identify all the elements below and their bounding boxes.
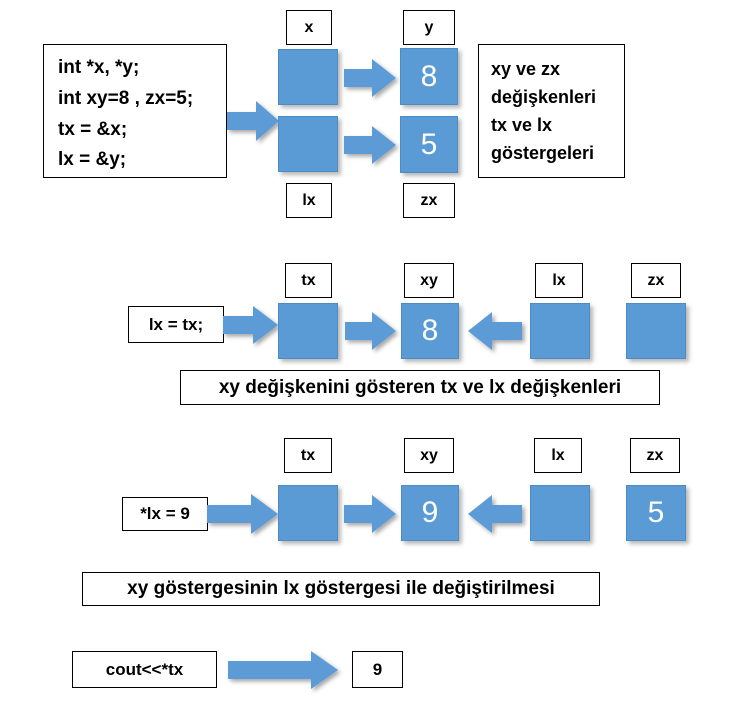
code-line-3: tx = &x; [58,118,128,140]
section3-label-xy: xy [404,438,454,473]
section3-cell-zx: 5 [626,485,686,541]
section3-cell-lx [530,485,590,541]
section1-cell-xy-value: 8 [420,59,438,93]
section3-cell-tx [278,485,338,541]
section2-cell-zx [626,303,686,359]
arrow-stmt-to-tx-icon-s2 [223,306,278,344]
arrow-x-to-y-icon [344,59,396,97]
section1-label-y-text: y [424,18,434,36]
section4-output-box: 9 [352,651,403,688]
section2-caption-box: xy değişkenini gösteren tx ve lx değişke… [180,370,660,405]
arrow-tx-to-xy-icon-s2 [345,312,396,350]
section2-label-tx-text: tx [301,271,316,289]
section1-label-lx: lx [286,183,332,218]
note-line-2: değişkenleri [491,87,597,108]
section3-cell-xy-value: 9 [421,496,439,529]
section1-note-box: xy ve zx değişkenleri tx ve lx göstergel… [478,44,625,178]
section4-statement-box: cout<<*tx [72,651,217,688]
arrow-stmt-to-tx-icon-s3 [207,494,278,534]
section3-label-lx: lx [534,438,582,473]
section1-cell-zx: 5 [400,116,458,173]
section3-label-lx-text: lx [551,446,565,464]
section2-cell-xy-value: 8 [421,314,439,347]
section2-cell-xy: 8 [401,303,459,359]
section2-label-xy: xy [404,263,454,298]
section1-label-x: x [286,10,332,45]
section1-cell-x [278,49,338,105]
section2-statement-box: lx = tx; [128,306,224,343]
section2-label-xy-text: xy [420,271,438,289]
section1-cell-zx-value: 5 [420,127,438,161]
section1-label-zx: zx [403,183,455,218]
arrow-tx-to-xy-icon-s3 [344,495,396,533]
section3-statement-box: *lx = 9 [122,497,208,531]
section2-label-lx-text: lx [552,271,566,289]
section2-label-zx: zx [631,263,681,298]
arrow-lx-to-xy-left-icon-s3 [468,495,522,533]
note-line-4: göstergeleri [491,143,595,164]
section2-label-tx: tx [285,263,332,298]
section1-label-x-text: x [304,18,314,36]
section3-cell-xy: 9 [401,485,459,541]
code-line-2: int xy=8 , zx=5; [58,87,194,109]
note-line-1: xy ve zx [491,59,561,79]
section1-cell-lx [278,116,338,172]
section3-caption-box: xy göstergesinin lx göstergesi ile değiş… [82,572,600,606]
arrow-stmt-to-output-icon [228,651,338,689]
section1-label-y: y [403,10,455,45]
section4-statement-text: cout<<*tx [105,659,184,679]
arrow-lx-to-zx-icon [344,126,396,164]
section2-label-zx-text: zx [647,271,665,289]
note-line-3: tx ve lx [491,115,553,136]
section4-output-text: 9 [372,659,383,679]
section3-label-zx: zx [630,438,680,473]
section1-label-zx-text: zx [420,191,438,209]
section2-cell-lx [530,303,590,359]
section2-caption-text: xy değişkenini gösteren tx ve lx değişke… [218,376,622,398]
section1-code-box: int *x, *y; int xy=8 , zx=5; tx = &x; lx… [43,44,227,178]
section3-label-tx: tx [284,438,332,473]
section2-label-lx: lx [535,263,583,298]
code-line-4: lx = &y; [58,149,127,171]
section3-label-zx-text: zx [646,446,664,464]
section3-cell-zx-value: 5 [647,496,665,529]
section3-label-tx-text: tx [300,446,316,464]
section2-cell-tx [278,303,338,359]
code-line-1: int *x, *y; [58,57,140,78]
section2-statement-text: lx = tx; [148,314,204,334]
section3-caption-text: xy göstergesinin lx göstergesi ile değiş… [127,578,555,600]
section1-cell-xy: 8 [400,48,458,105]
arrow-lx-to-xy-left-icon-s2 [468,312,522,350]
section3-label-xy-text: xy [420,446,438,464]
section1-label-lx-text: lx [302,191,316,209]
arrow-code-to-cells-icon [227,101,279,141]
section3-statement-text: *lx = 9 [140,504,190,524]
